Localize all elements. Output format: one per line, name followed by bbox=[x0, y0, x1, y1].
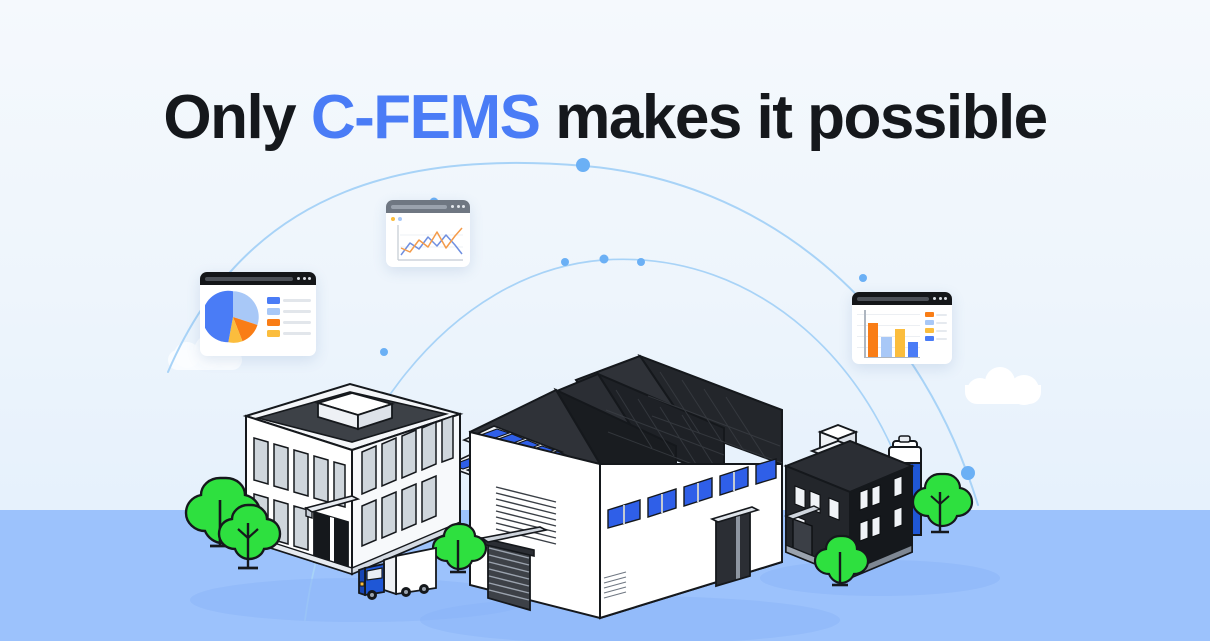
legend-item bbox=[925, 312, 947, 317]
pie-chart-legend bbox=[267, 297, 311, 337]
page-title: Only C-FEMS makes it possible bbox=[0, 82, 1210, 153]
legend-item bbox=[267, 319, 311, 326]
y-axis bbox=[864, 310, 866, 357]
legend-label-placeholder bbox=[283, 332, 311, 335]
tree bbox=[911, 472, 974, 534]
tree bbox=[431, 522, 488, 574]
window-controls[interactable] bbox=[297, 277, 311, 280]
title-prefix: Only bbox=[163, 83, 311, 152]
title-accent: C-FEMS bbox=[310, 83, 541, 152]
legend-label-placeholder bbox=[283, 299, 311, 302]
legend-swatch bbox=[925, 336, 934, 341]
pie-chart bbox=[200, 285, 316, 350]
arc-dot bbox=[859, 274, 867, 282]
line-chart-svg bbox=[397, 225, 463, 261]
bar bbox=[868, 322, 879, 357]
wall-vent-small bbox=[603, 571, 627, 599]
bar-chart-plot bbox=[857, 310, 920, 362]
pie-chart-window[interactable] bbox=[200, 272, 316, 356]
office-entrance bbox=[304, 495, 361, 574]
line-chart bbox=[386, 213, 470, 267]
legend-item bbox=[267, 308, 311, 315]
legend-swatch bbox=[925, 312, 934, 317]
bar-chart bbox=[852, 305, 952, 364]
bar-chart-window[interactable] bbox=[852, 292, 952, 364]
cloud-right bbox=[965, 366, 1041, 405]
legend-swatch bbox=[925, 320, 934, 325]
window-controls[interactable] bbox=[451, 205, 465, 208]
arc-dot bbox=[961, 466, 975, 480]
factory-entry-door bbox=[709, 506, 761, 588]
legend-item bbox=[267, 330, 311, 337]
bar bbox=[881, 337, 892, 357]
legend-swatch bbox=[267, 319, 280, 326]
legend-item bbox=[925, 320, 947, 325]
tree-cluster-right bbox=[813, 472, 974, 587]
legend-swatch bbox=[267, 297, 280, 304]
office-building-left bbox=[242, 382, 464, 576]
pie-chart-graphic bbox=[205, 289, 261, 345]
arc-dot bbox=[637, 258, 645, 266]
legend-label-placeholder bbox=[283, 321, 311, 324]
url-pill bbox=[205, 276, 293, 281]
bar-chart-legend bbox=[925, 310, 947, 362]
pie-svg bbox=[205, 290, 259, 343]
bar-series bbox=[868, 313, 918, 357]
title-suffix: makes it possible bbox=[539, 83, 1048, 152]
legend-swatch bbox=[267, 308, 280, 315]
legend-swatch bbox=[925, 328, 934, 333]
factory-center bbox=[443, 353, 783, 620]
arc-dot bbox=[599, 254, 609, 264]
window-controls[interactable] bbox=[933, 297, 947, 300]
delivery-truck bbox=[358, 546, 437, 600]
arc-dot bbox=[380, 348, 388, 356]
window-titlebar bbox=[200, 272, 316, 285]
bar bbox=[907, 342, 918, 357]
legend-label-placeholder bbox=[283, 310, 311, 313]
legend-swatch bbox=[267, 330, 280, 337]
legend-item bbox=[925, 336, 947, 341]
url-pill bbox=[391, 204, 447, 209]
line-chart-window[interactable] bbox=[386, 200, 470, 267]
chart-meta-dots bbox=[391, 217, 465, 221]
rooftop-unit-left bbox=[314, 392, 396, 431]
arc-dot bbox=[561, 258, 569, 266]
legend-item bbox=[925, 328, 947, 333]
x-axis bbox=[864, 356, 920, 358]
legend-item bbox=[267, 297, 311, 304]
tree-cluster-left bbox=[184, 476, 488, 574]
bar bbox=[894, 328, 905, 357]
wall-louvre-vent bbox=[495, 486, 557, 545]
tree bbox=[217, 503, 282, 570]
arc-dot bbox=[576, 158, 590, 172]
tree bbox=[813, 534, 870, 587]
url-pill bbox=[857, 296, 929, 301]
window-titlebar bbox=[386, 200, 470, 213]
window-titlebar bbox=[852, 292, 952, 305]
